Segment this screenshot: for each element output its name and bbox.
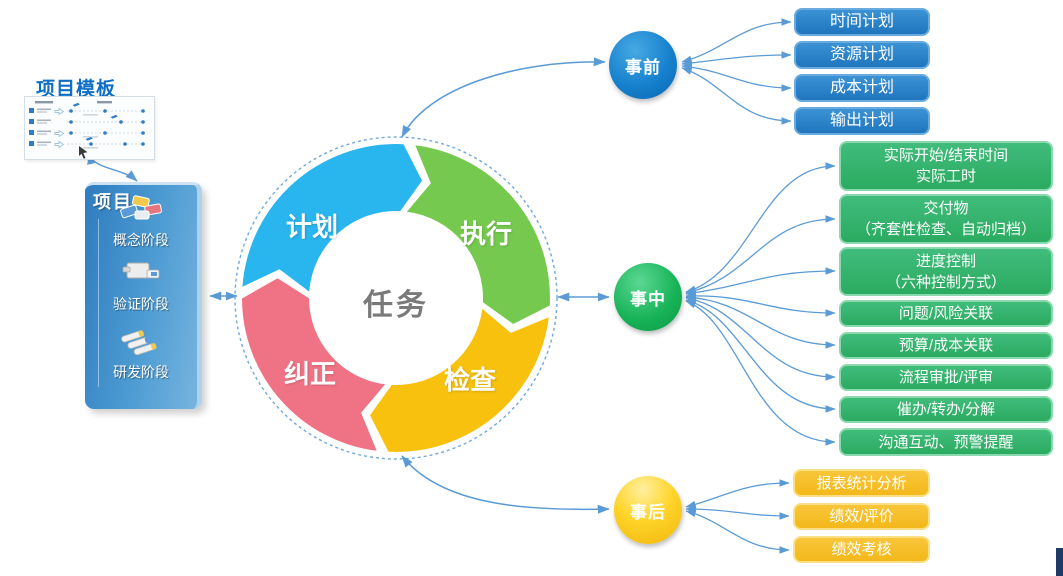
stage-rd[interactable]: 研发阶段 xyxy=(85,325,197,382)
phase-pre-label: 事前 xyxy=(625,57,661,77)
task-cycle-ring xyxy=(234,136,558,460)
during-item-text: 进度控制 xyxy=(915,252,976,270)
cycle-segment-1[interactable] xyxy=(406,145,550,324)
post-item-box[interactable]: 绩效考核 xyxy=(793,536,930,563)
template-thumbnail-image xyxy=(29,101,146,149)
stage-verify[interactable]: 验证阶段 xyxy=(85,257,197,314)
during-item-box[interactable]: 交付物 （齐套性检查、自动归档） xyxy=(839,194,1053,244)
during-item-box[interactable]: 催办/转办/分解 xyxy=(839,396,1053,423)
during-item-text: 交付物 xyxy=(923,200,969,217)
arrow-pre-item-3 xyxy=(681,67,792,125)
pre-item-box[interactable]: 资源计划 xyxy=(794,41,930,69)
cycle-segment-3[interactable] xyxy=(242,278,386,451)
pre-item-box[interactable]: 输出计划 xyxy=(794,107,930,135)
mouse-cursor-icon xyxy=(78,146,90,165)
page-edge-artifact xyxy=(1056,548,1063,576)
pre-item-text: 资源计划 xyxy=(829,45,894,63)
during-item-box[interactable]: 流程审批/评审 xyxy=(839,364,1053,391)
during-item-text: 实际开始/结束时间 xyxy=(883,147,1009,164)
during-item-text: 预算/成本关联 xyxy=(898,337,994,354)
post-item-text: 绩效/评价 xyxy=(829,508,894,525)
phase-circle-post[interactable]: 事后 xyxy=(614,476,682,544)
stage-rd-label: 研发阶段 xyxy=(113,364,169,380)
concept-stage-icon xyxy=(120,195,162,220)
phase-circle-during[interactable]: 事中 xyxy=(614,263,682,331)
arrow-pre-item-1 xyxy=(681,51,792,67)
cycle-label-correct[interactable]: 纠正 xyxy=(283,359,336,389)
project-panel-title: 项目 xyxy=(93,192,133,212)
during-item-text: 沟通互动、预警提醒 xyxy=(878,433,1014,451)
arrow-during-item-1 xyxy=(685,215,836,295)
stage-concept[interactable]: 概念阶段 xyxy=(85,193,197,250)
project-panel[interactable]: 项目 概念阶段 验证阶段 xyxy=(85,182,202,409)
arrow-pre-item-2 xyxy=(681,63,792,92)
arrow-during-item-2 xyxy=(685,267,836,297)
phase-circle-pre[interactable]: 事前 xyxy=(609,31,677,99)
cycle-center-label: 任务 xyxy=(363,289,429,322)
cycle-label-check[interactable]: 检查 xyxy=(443,365,496,395)
cycle-label-execute[interactable]: 执行 xyxy=(459,219,512,249)
during-item-text: 流程审批/评审 xyxy=(898,369,994,386)
cycle-label-plan[interactable]: 计划 xyxy=(285,212,338,242)
pre-item-text: 成本计划 xyxy=(829,78,894,96)
post-item-box[interactable]: 报表统计分析 xyxy=(793,469,930,497)
rd-stage-icon xyxy=(121,330,157,356)
arrow-post-item-1 xyxy=(685,505,790,520)
during-item-box[interactable]: 实际开始/结束时间 实际工时 xyxy=(839,141,1053,191)
template-title: 项目模板 xyxy=(36,79,117,100)
pre-item-text: 时间计划 xyxy=(829,12,894,30)
pre-item-box[interactable]: 成本计划 xyxy=(794,74,930,102)
during-item-text: 实际工时 xyxy=(915,168,976,185)
phase-post-label: 事后 xyxy=(630,502,666,522)
during-item-text: 催办/转办/分解 xyxy=(896,401,996,418)
post-item-text: 报表统计分析 xyxy=(816,474,907,492)
during-item-box[interactable]: 问题/风险关联 xyxy=(839,300,1053,327)
during-item-text: 问题/风险关联 xyxy=(898,305,994,322)
arrow-during-item-0 xyxy=(685,162,836,294)
during-item-text: （齐套性检查、自动归档） xyxy=(855,221,1036,238)
post-item-box[interactable]: 绩效/评价 xyxy=(793,503,930,530)
arrow-during-item-7 xyxy=(685,300,836,446)
cycle-segment-0[interactable] xyxy=(242,144,422,292)
phase-during-label: 事中 xyxy=(630,289,666,309)
arrow-cycle-to-post xyxy=(401,455,610,514)
arrow-cycle-to-pre xyxy=(401,57,606,138)
verify-stage-icon xyxy=(122,262,160,279)
arrow-during-item-5 xyxy=(685,295,836,381)
arrow-pre-item-0 xyxy=(681,18,792,64)
post-item-text: 绩效考核 xyxy=(831,541,892,558)
stage-verify-label: 验证阶段 xyxy=(113,296,169,312)
pre-item-box[interactable]: 时间计划 xyxy=(794,8,930,36)
stage-concept-label: 概念阶段 xyxy=(113,232,169,248)
during-item-text: （六种控制方式） xyxy=(885,273,1006,291)
arrow-post-item-2 xyxy=(685,509,790,554)
during-item-box[interactable]: 沟通互动、预警提醒 xyxy=(839,428,1053,456)
during-item-box[interactable]: 进度控制 （六种控制方式） xyxy=(839,247,1053,296)
panel-guide-line xyxy=(98,219,99,387)
during-item-box[interactable]: 预算/成本关联 xyxy=(839,332,1053,359)
template-preview-thumbnail[interactable] xyxy=(24,96,155,160)
cycle-segment-2[interactable] xyxy=(370,308,549,452)
arrow-post-item-0 xyxy=(685,479,790,509)
pre-item-text: 输出计划 xyxy=(829,111,894,129)
